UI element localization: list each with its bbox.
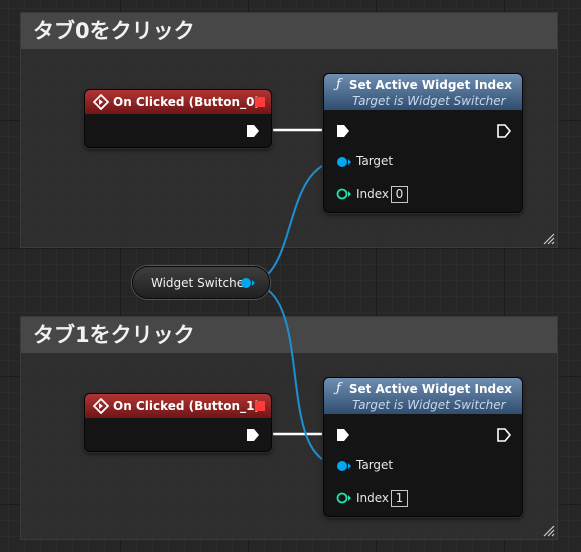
comment-title[interactable]: タブ0をクリック — [21, 13, 557, 49]
target-pin[interactable] — [335, 154, 351, 170]
variable-label: Widget Switcher — [151, 275, 250, 290]
resize-grip-icon[interactable] — [543, 525, 555, 537]
target-pin-label: Target — [356, 154, 394, 168]
exec-out-pin[interactable] — [496, 427, 512, 443]
function-node-set-active-widget-index-1[interactable]: ƒ Set Active Widget Index Target is Widg… — [323, 377, 523, 517]
exec-out-pin[interactable] — [496, 123, 512, 139]
index-pin[interactable] — [335, 490, 351, 506]
function-title: Set Active Widget Index — [348, 77, 512, 92]
exec-out-pin[interactable] — [245, 123, 261, 139]
function-title: Set Active Widget Index — [348, 381, 512, 396]
widget-switcher-variable-node[interactable]: Widget Switcher — [132, 266, 270, 299]
function-f-icon: ƒ — [336, 77, 341, 92]
delegate-pin[interactable] — [255, 97, 265, 107]
event-diamond-icon — [93, 94, 109, 110]
exec-in-pin[interactable] — [335, 123, 351, 139]
function-subtitle: Target is Widget Switcher — [352, 94, 506, 108]
event-node-button0[interactable]: On Clicked (Button_0) — [84, 89, 272, 148]
event-title: On Clicked (Button_0) — [113, 95, 260, 109]
function-f-icon: ƒ — [336, 381, 341, 396]
target-pin[interactable] — [335, 458, 351, 474]
resize-grip-icon[interactable] — [543, 233, 555, 245]
function-node-set-active-widget-index-0[interactable]: ƒ Set Active Widget Index Target is Widg… — [323, 73, 523, 213]
exec-out-pin[interactable] — [245, 427, 261, 443]
index-pin[interactable] — [335, 186, 351, 202]
index-pin-label: Index — [356, 187, 390, 201]
function-subtitle: Target is Widget Switcher — [352, 398, 506, 412]
event-diamond-icon — [93, 398, 109, 414]
target-pin-label: Target — [356, 458, 394, 472]
event-node-button1[interactable]: On Clicked (Button_1) — [84, 393, 272, 452]
index-input[interactable]: 1 — [391, 490, 408, 507]
index-input[interactable]: 0 — [391, 186, 408, 203]
event-title: On Clicked (Button_1) — [113, 399, 260, 413]
comment-title[interactable]: タブ1をクリック — [21, 317, 557, 353]
variable-output-pin[interactable] — [239, 275, 255, 291]
exec-in-pin[interactable] — [335, 427, 351, 443]
delegate-pin[interactable] — [255, 401, 265, 411]
index-pin-label: Index — [356, 491, 390, 505]
